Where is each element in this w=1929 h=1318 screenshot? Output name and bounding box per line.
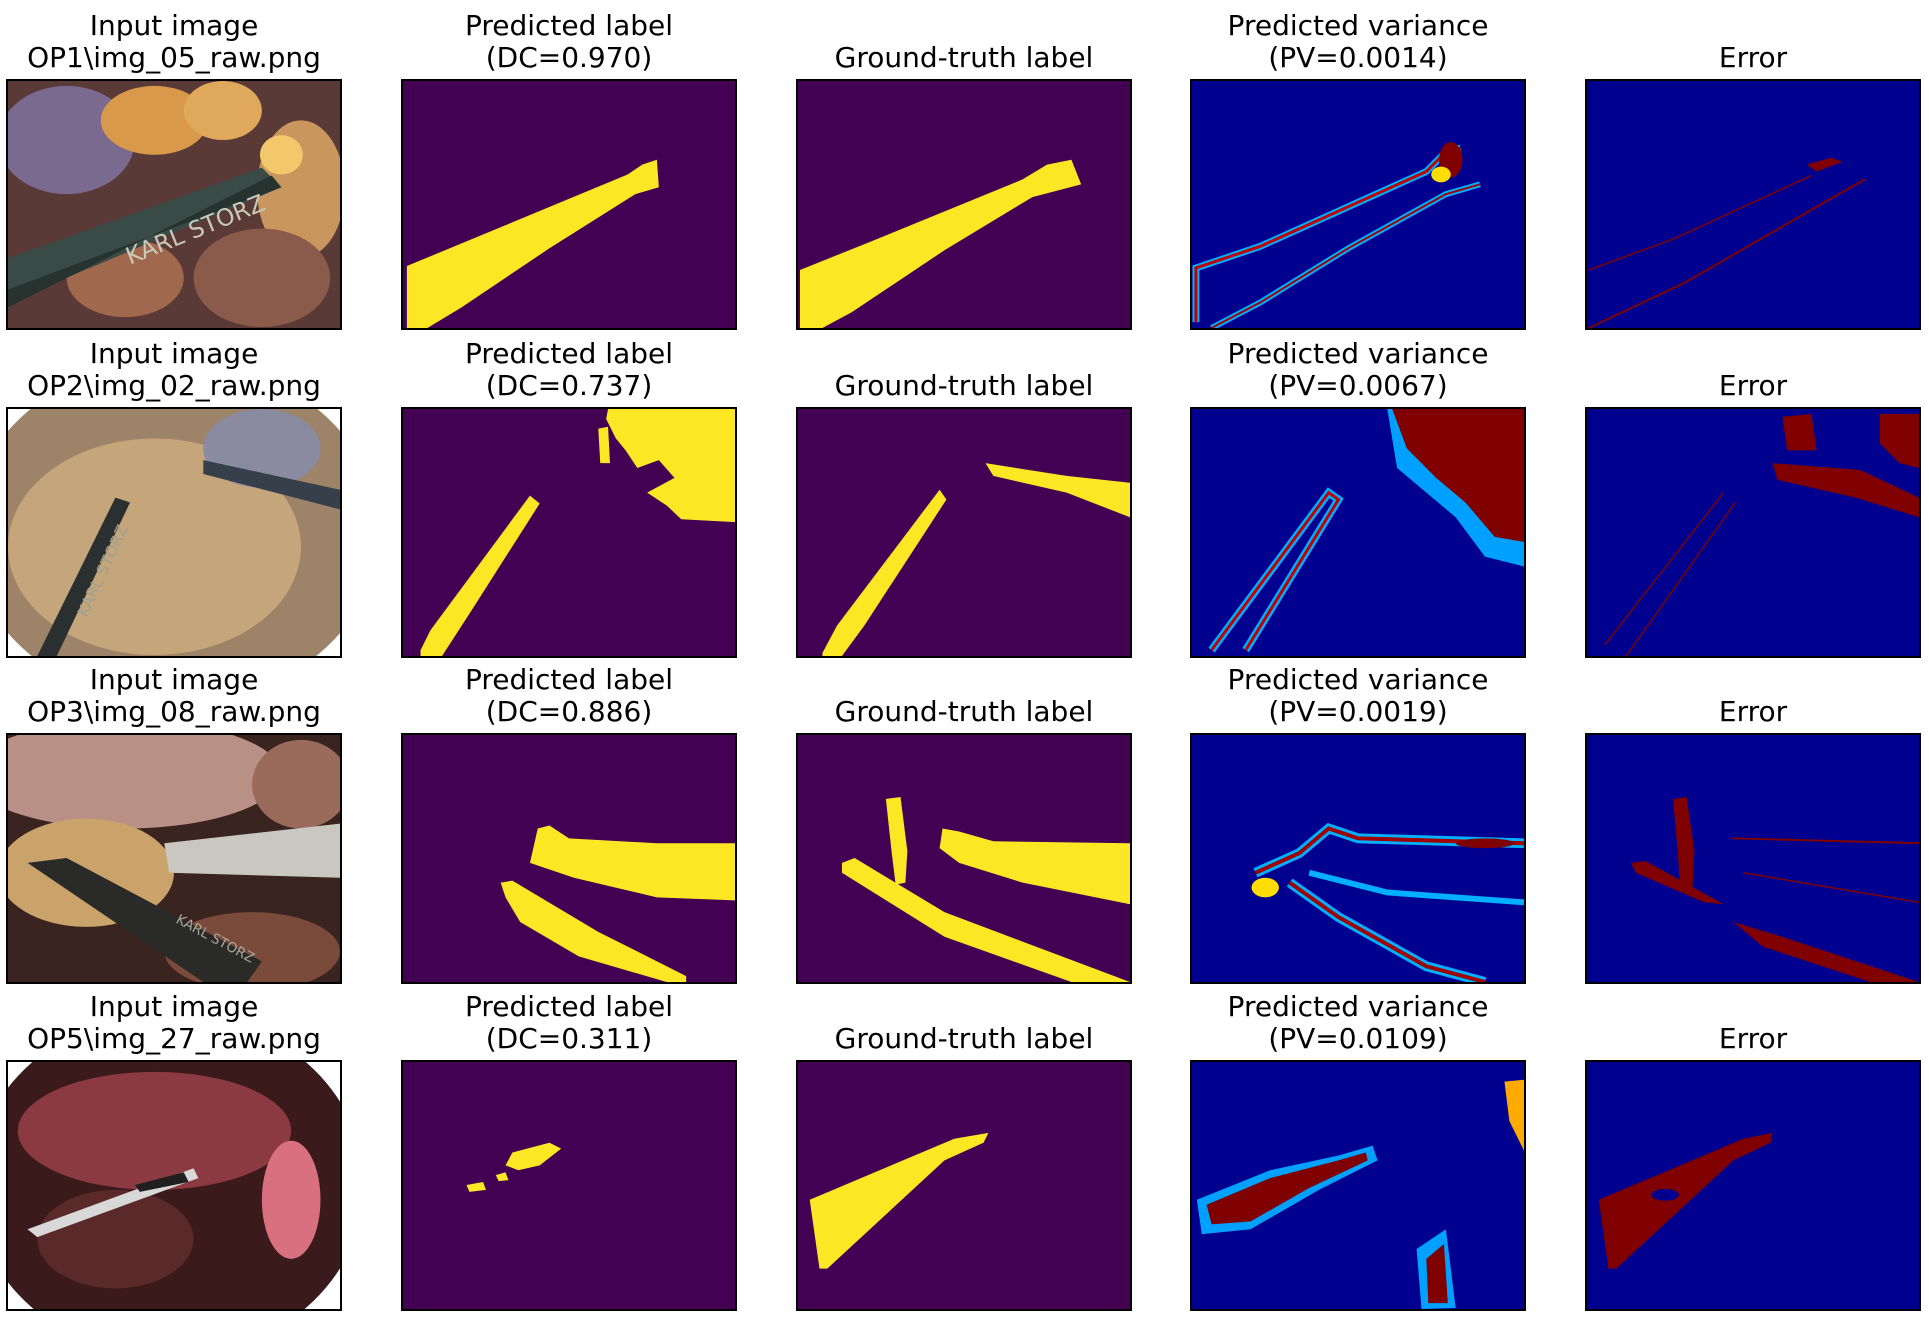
predicted-variance-map xyxy=(1190,79,1526,330)
predicted-label-cell: Predicted label (DC=0.311) xyxy=(399,981,739,1311)
predicted-variance-cell: Predicted variance (PV=0.0109) xyxy=(1188,981,1528,1311)
predicted-variance-map xyxy=(1190,1060,1526,1311)
dice-score: (DC=0.970) xyxy=(485,41,653,74)
predicted-label-mask xyxy=(401,1060,737,1311)
input-image-title: Input image OP1\img_05_raw.png xyxy=(4,8,344,74)
predicted-label-title: Predicted label xyxy=(464,9,674,42)
input-file-name: OP3\img_08_raw.png xyxy=(27,695,321,728)
input-file-name: OP1\img_05_raw.png xyxy=(27,41,321,74)
ground-truth-mask xyxy=(796,407,1132,658)
predicted-variance-title: Predicted variance xyxy=(1227,990,1489,1023)
input-image-cell: Input image OP3\img_08_raw.png KARL STOR… xyxy=(4,654,344,984)
input-image-photo: KARL STORZ xyxy=(6,733,342,984)
predicted-variance-title: Predicted variance xyxy=(1227,9,1489,42)
error-title: Error xyxy=(1718,369,1788,402)
pv-score: (PV=0.0067) xyxy=(1268,369,1448,402)
pv-score: (PV=0.0014) xyxy=(1268,41,1448,74)
predicted-variance-map xyxy=(1190,733,1526,984)
ground-truth-cell: Ground-truth label xyxy=(794,981,1134,1311)
input-image-cell: Input image OP5\img_27_raw.png xyxy=(4,981,344,1311)
predicted-label-cell: Predicted label (DC=0.886) xyxy=(399,654,739,984)
error-map xyxy=(1585,1060,1921,1311)
pv-score: (PV=0.0019) xyxy=(1268,695,1448,728)
dice-score: (DC=0.737) xyxy=(485,369,653,402)
input-image-cell: Input image OP1\img_05_raw.png KARL STOR… xyxy=(4,0,344,330)
predicted-label-title: Predicted label xyxy=(464,337,674,370)
figure-row-3: Input image OP3\img_08_raw.png KARL STOR… xyxy=(0,654,1929,984)
predicted-variance-cell: Predicted variance (PV=0.0014) xyxy=(1188,0,1528,330)
ground-truth-title: Ground-truth label xyxy=(834,41,1094,74)
error-cell: Error xyxy=(1583,0,1923,330)
predicted-variance-map xyxy=(1190,407,1526,658)
input-title-text: Input image xyxy=(89,990,259,1023)
input-title-text: Input image xyxy=(89,663,259,696)
input-file-name: OP2\img_02_raw.png xyxy=(27,369,321,402)
input-image-photo: KARL STORZ xyxy=(6,407,342,658)
error-cell: Error xyxy=(1583,654,1923,984)
input-image-photo xyxy=(6,1060,342,1311)
error-cell: Error xyxy=(1583,328,1923,658)
input-image-photo: KARL STORZ xyxy=(6,79,342,330)
ground-truth-mask xyxy=(796,733,1132,984)
predicted-label-mask xyxy=(401,407,737,658)
predicted-label-mask xyxy=(401,733,737,984)
predicted-variance-cell: Predicted variance (PV=0.0019) xyxy=(1188,654,1528,984)
error-title: Error xyxy=(1718,41,1788,74)
ground-truth-cell: Ground-truth label xyxy=(794,654,1134,984)
ground-truth-title: Ground-truth label xyxy=(834,695,1094,728)
predicted-label-title: Predicted label xyxy=(464,990,674,1023)
error-cell: Error xyxy=(1583,981,1923,1311)
predicted-label-cell: Predicted label (DC=0.970) xyxy=(399,0,739,330)
predicted-label-mask xyxy=(401,79,737,330)
pv-score: (PV=0.0109) xyxy=(1268,1022,1448,1055)
ground-truth-title: Ground-truth label xyxy=(834,1022,1094,1055)
error-map xyxy=(1585,407,1921,658)
input-title-text: Input image xyxy=(89,9,259,42)
ground-truth-mask xyxy=(796,79,1132,330)
figure-row-4: Input image OP5\img_27_raw.png Predicted… xyxy=(0,981,1929,1311)
error-map xyxy=(1585,79,1921,330)
predicted-variance-title: Predicted variance xyxy=(1227,663,1489,696)
error-title: Error xyxy=(1718,1022,1788,1055)
input-title-text: Input image xyxy=(89,337,259,370)
ground-truth-cell: Ground-truth label xyxy=(794,0,1134,330)
input-file-name: OP5\img_27_raw.png xyxy=(27,1022,321,1055)
predicted-label-cell: Predicted label (DC=0.737) xyxy=(399,328,739,658)
ground-truth-mask xyxy=(796,1060,1132,1311)
figure-row-1: Input image OP1\img_05_raw.png KARL STOR… xyxy=(0,0,1929,330)
dice-score: (DC=0.311) xyxy=(485,1022,653,1055)
input-image-cell: Input image OP2\img_02_raw.png KARL STOR… xyxy=(4,328,344,658)
error-title: Error xyxy=(1718,695,1788,728)
predicted-variance-cell: Predicted variance (PV=0.0067) xyxy=(1188,328,1528,658)
dice-score: (DC=0.886) xyxy=(485,695,653,728)
ground-truth-cell: Ground-truth label xyxy=(794,328,1134,658)
error-map xyxy=(1585,733,1921,984)
predicted-variance-title: Predicted variance xyxy=(1227,337,1489,370)
ground-truth-title: Ground-truth label xyxy=(834,369,1094,402)
figure-row-2: Input image OP2\img_02_raw.png KARL STOR… xyxy=(0,328,1929,658)
predicted-label-title: Predicted label xyxy=(464,663,674,696)
